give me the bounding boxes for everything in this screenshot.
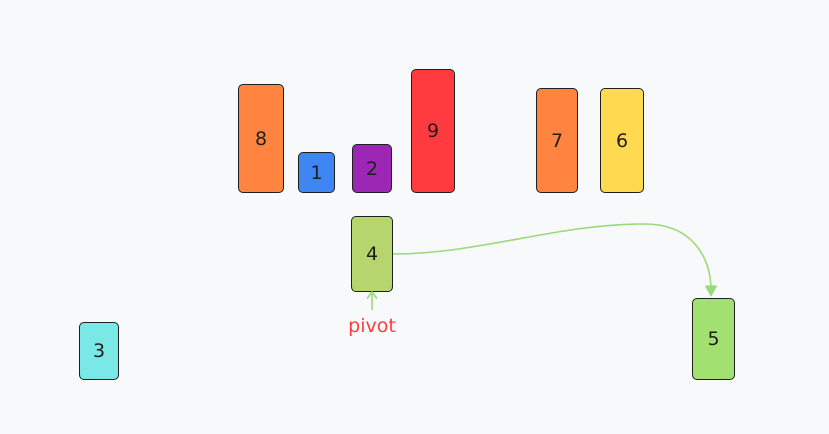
move-arrow-curve	[392, 223, 712, 295]
element-4-pivot: 4	[351, 216, 393, 292]
element-1: 1	[298, 152, 335, 193]
pivot-pointer-arrowhead	[366, 291, 378, 299]
element-7: 7	[536, 88, 578, 193]
pivot-label: pivot	[348, 315, 396, 337]
move-arrowhead	[705, 285, 717, 297]
element-3: 3	[79, 322, 119, 380]
element-9: 9	[411, 69, 455, 193]
element-5: 5	[692, 298, 735, 380]
element-8: 8	[238, 84, 284, 193]
element-6: 6	[600, 88, 644, 193]
element-2: 2	[352, 144, 392, 193]
